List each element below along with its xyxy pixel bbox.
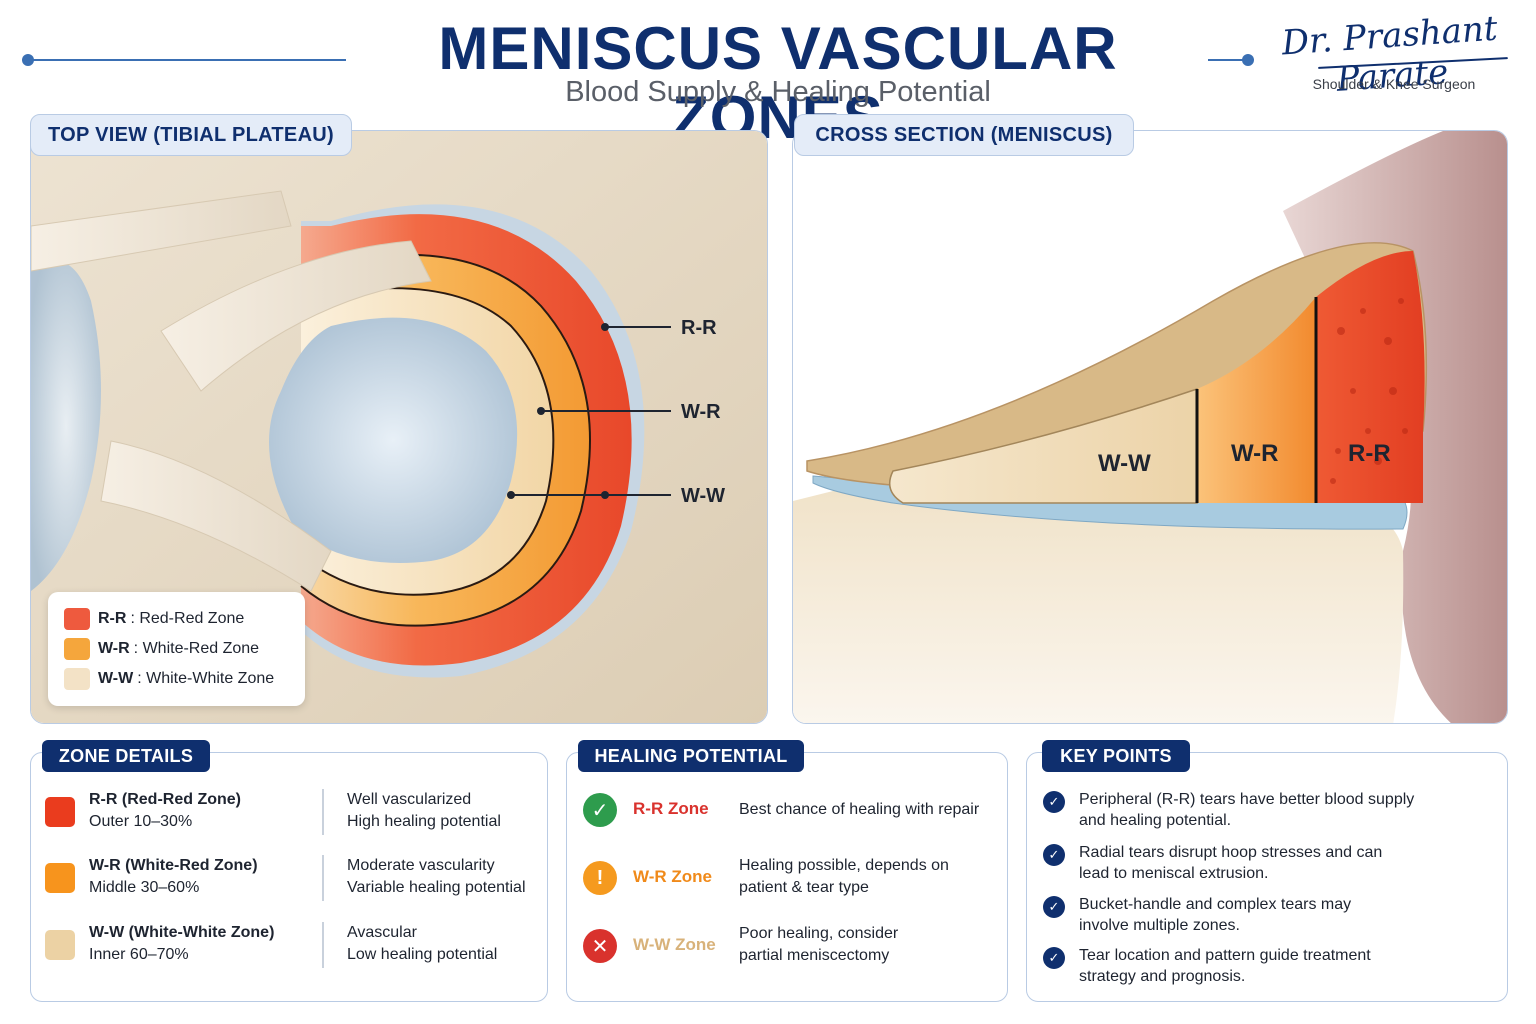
header-rule-right <box>1208 59 1248 61</box>
check-circle-icon: ✓ <box>1043 896 1065 918</box>
healing-desc: Poor healing, consider partial meniscect… <box>739 923 898 967</box>
legend-abbr: W-R <box>98 640 130 657</box>
check-circle-icon: ✓ <box>1043 947 1065 969</box>
legend-name: : White-Red Zone <box>133 640 260 657</box>
zone-name: R-R (Red-Red Zone) <box>89 791 241 808</box>
healing-zone: W-R Zone <box>633 867 712 886</box>
rr-callout-label: R-R <box>681 317 717 339</box>
top-view-tag: TOP VIEW (TIBIAL PLATEAU) <box>30 114 352 156</box>
legend-name: : White-White Zone <box>137 670 275 687</box>
zone-divider <box>322 922 324 968</box>
zone-row-rr: R-R (Red-Red Zone) Outer 10–30% Well vas… <box>45 789 535 841</box>
zone-divider <box>322 789 324 835</box>
zone-row-wr: W-R (White-Red Zone) Middle 30–60% Moder… <box>45 855 535 907</box>
healing-desc-line: Healing possible, depends on <box>739 857 949 874</box>
zone-details-tag: ZONE DETAILS <box>42 740 210 772</box>
legend-item-ww: W-W : White-White Zone <box>64 664 289 694</box>
healing-potential-box: ✓ R-R Zone Best chance of healing with r… <box>566 752 1008 1002</box>
key-point-text: Radial tears disrupt hoop stresses and c… <box>1079 844 1383 882</box>
zone-vascularity: Moderate vascularity <box>347 857 495 874</box>
key-point-text: Tear location and pattern guide treatmen… <box>1079 947 1371 985</box>
zone-healing: High healing potential <box>347 813 501 830</box>
key-points-box: ✓ Peripheral (R-R) tears have better blo… <box>1026 752 1508 1002</box>
zone-healing: Low healing potential <box>347 946 498 963</box>
zone-percent: Middle 30–60% <box>89 879 200 896</box>
header-dot-left <box>22 54 34 66</box>
header-dot-right <box>1242 54 1254 66</box>
zone-legend: R-R : Red-Red Zone W-R : White-Red Zone … <box>48 592 305 706</box>
header-rule-left <box>28 59 346 61</box>
cs-rr-label: R-R <box>1348 440 1391 467</box>
cross-section-illustration: W-W W-R R-R <box>793 131 1507 723</box>
healing-zone: W-W Zone <box>633 935 716 954</box>
page-subtitle: Blood Supply & Healing Potential <box>565 76 991 108</box>
check-circle-icon: ✓ <box>1043 844 1065 866</box>
zone-name: W-W (White-White Zone) <box>89 924 275 941</box>
top-view-panel: R-R W-R W-W <box>30 130 768 724</box>
legend-swatch-rr <box>64 608 90 630</box>
cs-ww-label: W-W <box>1098 450 1151 477</box>
legend-abbr: W-W <box>98 670 134 687</box>
legend-abbr: R-R <box>98 610 127 627</box>
zone-name: W-R (White-Red Zone) <box>89 857 258 874</box>
cs-wr-label: W-R <box>1231 440 1279 467</box>
legend-swatch-wr <box>64 638 90 660</box>
healing-zone: R-R Zone <box>633 799 709 818</box>
zone-swatch-rr <box>45 797 75 827</box>
zone-divider <box>322 855 324 901</box>
healing-desc-line: Best chance of healing with repair <box>739 801 980 818</box>
zone-swatch-wr <box>45 863 75 893</box>
cross-section-panel: W-W W-R R-R <box>792 130 1508 724</box>
top-view-illustration: R-R W-R W-W <box>31 131 767 723</box>
legend-item-wr: W-R : White-Red Zone <box>64 634 289 664</box>
check-icon: ✓ <box>583 793 617 827</box>
key-point-text: Peripheral (R-R) tears have better blood… <box>1079 791 1415 829</box>
zone-row-ww: W-W (White-White Zone) Inner 60–70% Avas… <box>45 922 535 974</box>
healing-desc: Best chance of healing with repair <box>739 799 979 821</box>
zone-percent: Inner 60–70% <box>89 946 189 963</box>
legend-item-rr: R-R : Red-Red Zone <box>64 604 289 634</box>
zone-vascularity: Well vascularized <box>347 791 472 808</box>
ww-callout-label: W-W <box>681 485 725 507</box>
legend-swatch-ww <box>64 668 90 690</box>
zone-percent: Outer 10–30% <box>89 813 193 830</box>
healing-desc-line: patient & tear type <box>739 879 869 896</box>
zone-details-box: R-R (Red-Red Zone) Outer 10–30% Well vas… <box>30 752 548 1002</box>
check-circle-icon: ✓ <box>1043 791 1065 813</box>
x-icon: ✕ <box>583 929 617 963</box>
author-title: Shoulder & Knee Surgeon <box>1312 76 1476 92</box>
healing-desc: Healing possible, depends on patient & t… <box>739 855 949 899</box>
zone-swatch-ww <box>45 930 75 960</box>
zone-vascularity: Avascular <box>347 924 417 941</box>
healing-row-rr: ✓ R-R Zone Best chance of healing with r… <box>583 793 1003 843</box>
warning-icon: ! <box>583 861 617 895</box>
healing-desc-line: partial meniscectomy <box>739 947 890 964</box>
healing-row-wr: ! W-R Zone Healing possible, depends on … <box>583 857 1003 909</box>
healing-desc-line: Poor healing, consider <box>739 925 899 942</box>
legend-name: : Red-Red Zone <box>130 610 245 627</box>
wr-callout-label: W-R <box>681 401 721 423</box>
zone-healing: Variable healing potential <box>347 879 526 896</box>
healing-row-ww: ✕ W-W Zone Poor healing, consider partia… <box>583 925 1003 977</box>
healing-potential-tag: HEALING POTENTIAL <box>578 740 804 772</box>
cross-section-tag: CROSS SECTION (MENISCUS) <box>794 114 1134 156</box>
key-points-tag: KEY POINTS <box>1042 740 1190 772</box>
